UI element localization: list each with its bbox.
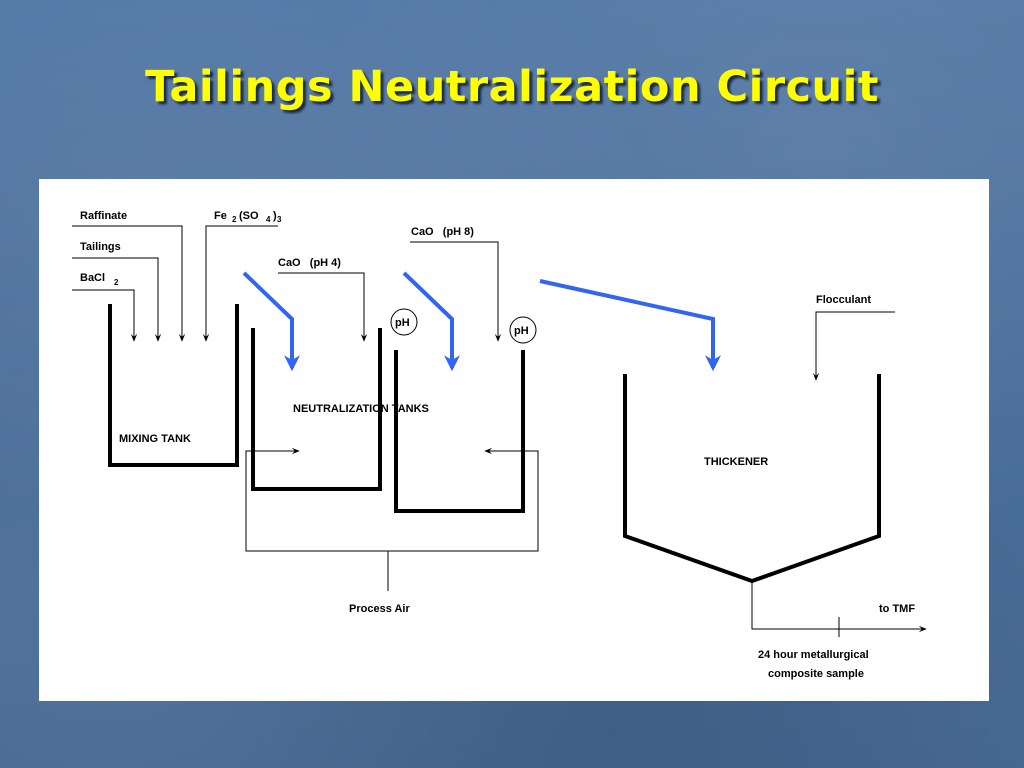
underflow-line <box>751 581 927 637</box>
mixing-tank <box>108 304 239 467</box>
cao-ph4-feed <box>278 272 368 342</box>
ph-sensor-1 <box>390 308 418 336</box>
raffinate-label: Raffinate <box>80 210 127 222</box>
thickener-label: THICKENER <box>704 456 768 468</box>
neutralization-tanks-label: NEUTRALIZATION TANKS <box>293 403 429 415</box>
close-paren-label: ) <box>273 210 277 222</box>
ph-sensor-1-label: pH <box>395 317 410 329</box>
fe-subscript: 2 <box>232 215 237 224</box>
process-air-label: Process Air <box>349 603 410 615</box>
flow-arrow-to-thickener <box>539 279 721 372</box>
sample-label-line2: composite sample <box>768 668 864 680</box>
tailings-feed <box>72 257 162 342</box>
diagram-panel <box>39 179 989 701</box>
thickener-vessel <box>623 374 881 584</box>
bacl-label: BaCl <box>80 272 105 284</box>
fe-sulfate-feed <box>202 225 278 342</box>
flow-arrow-to-neutralization-1 <box>242 271 300 372</box>
ph-sensor-2-label: pH <box>514 325 529 337</box>
flocculant-feed <box>812 311 895 381</box>
to-tmf-label: to TMF <box>879 603 915 615</box>
close-subscript: 3 <box>277 215 282 224</box>
ph-sensor-2 <box>509 316 537 344</box>
slide-title: Tailings Neutralization Circuit <box>145 62 879 112</box>
cao-ph4-label: CaO (pH 4) <box>278 257 341 269</box>
so-subscript: 4 <box>266 215 271 224</box>
tailings-label: Tailings <box>80 241 121 253</box>
bacl-feed <box>72 289 138 342</box>
neutralization-tank-2 <box>394 350 525 513</box>
flocculant-label: Flocculant <box>816 294 871 306</box>
raffinate-feed <box>72 225 186 342</box>
bacl-subscript: 2 <box>114 278 119 287</box>
process-air-lines <box>245 447 539 591</box>
sample-label-line1: 24 hour metallurgical <box>758 649 869 661</box>
cao-ph8-label: CaO (pH 8) <box>411 226 474 238</box>
so-label: (SO <box>239 210 259 222</box>
flow-arrow-to-neutralization-2 <box>402 271 460 372</box>
cao-ph8-feed <box>410 241 502 342</box>
fe-label: Fe <box>214 210 227 222</box>
mixing-tank-label: MIXING TANK <box>119 433 191 445</box>
